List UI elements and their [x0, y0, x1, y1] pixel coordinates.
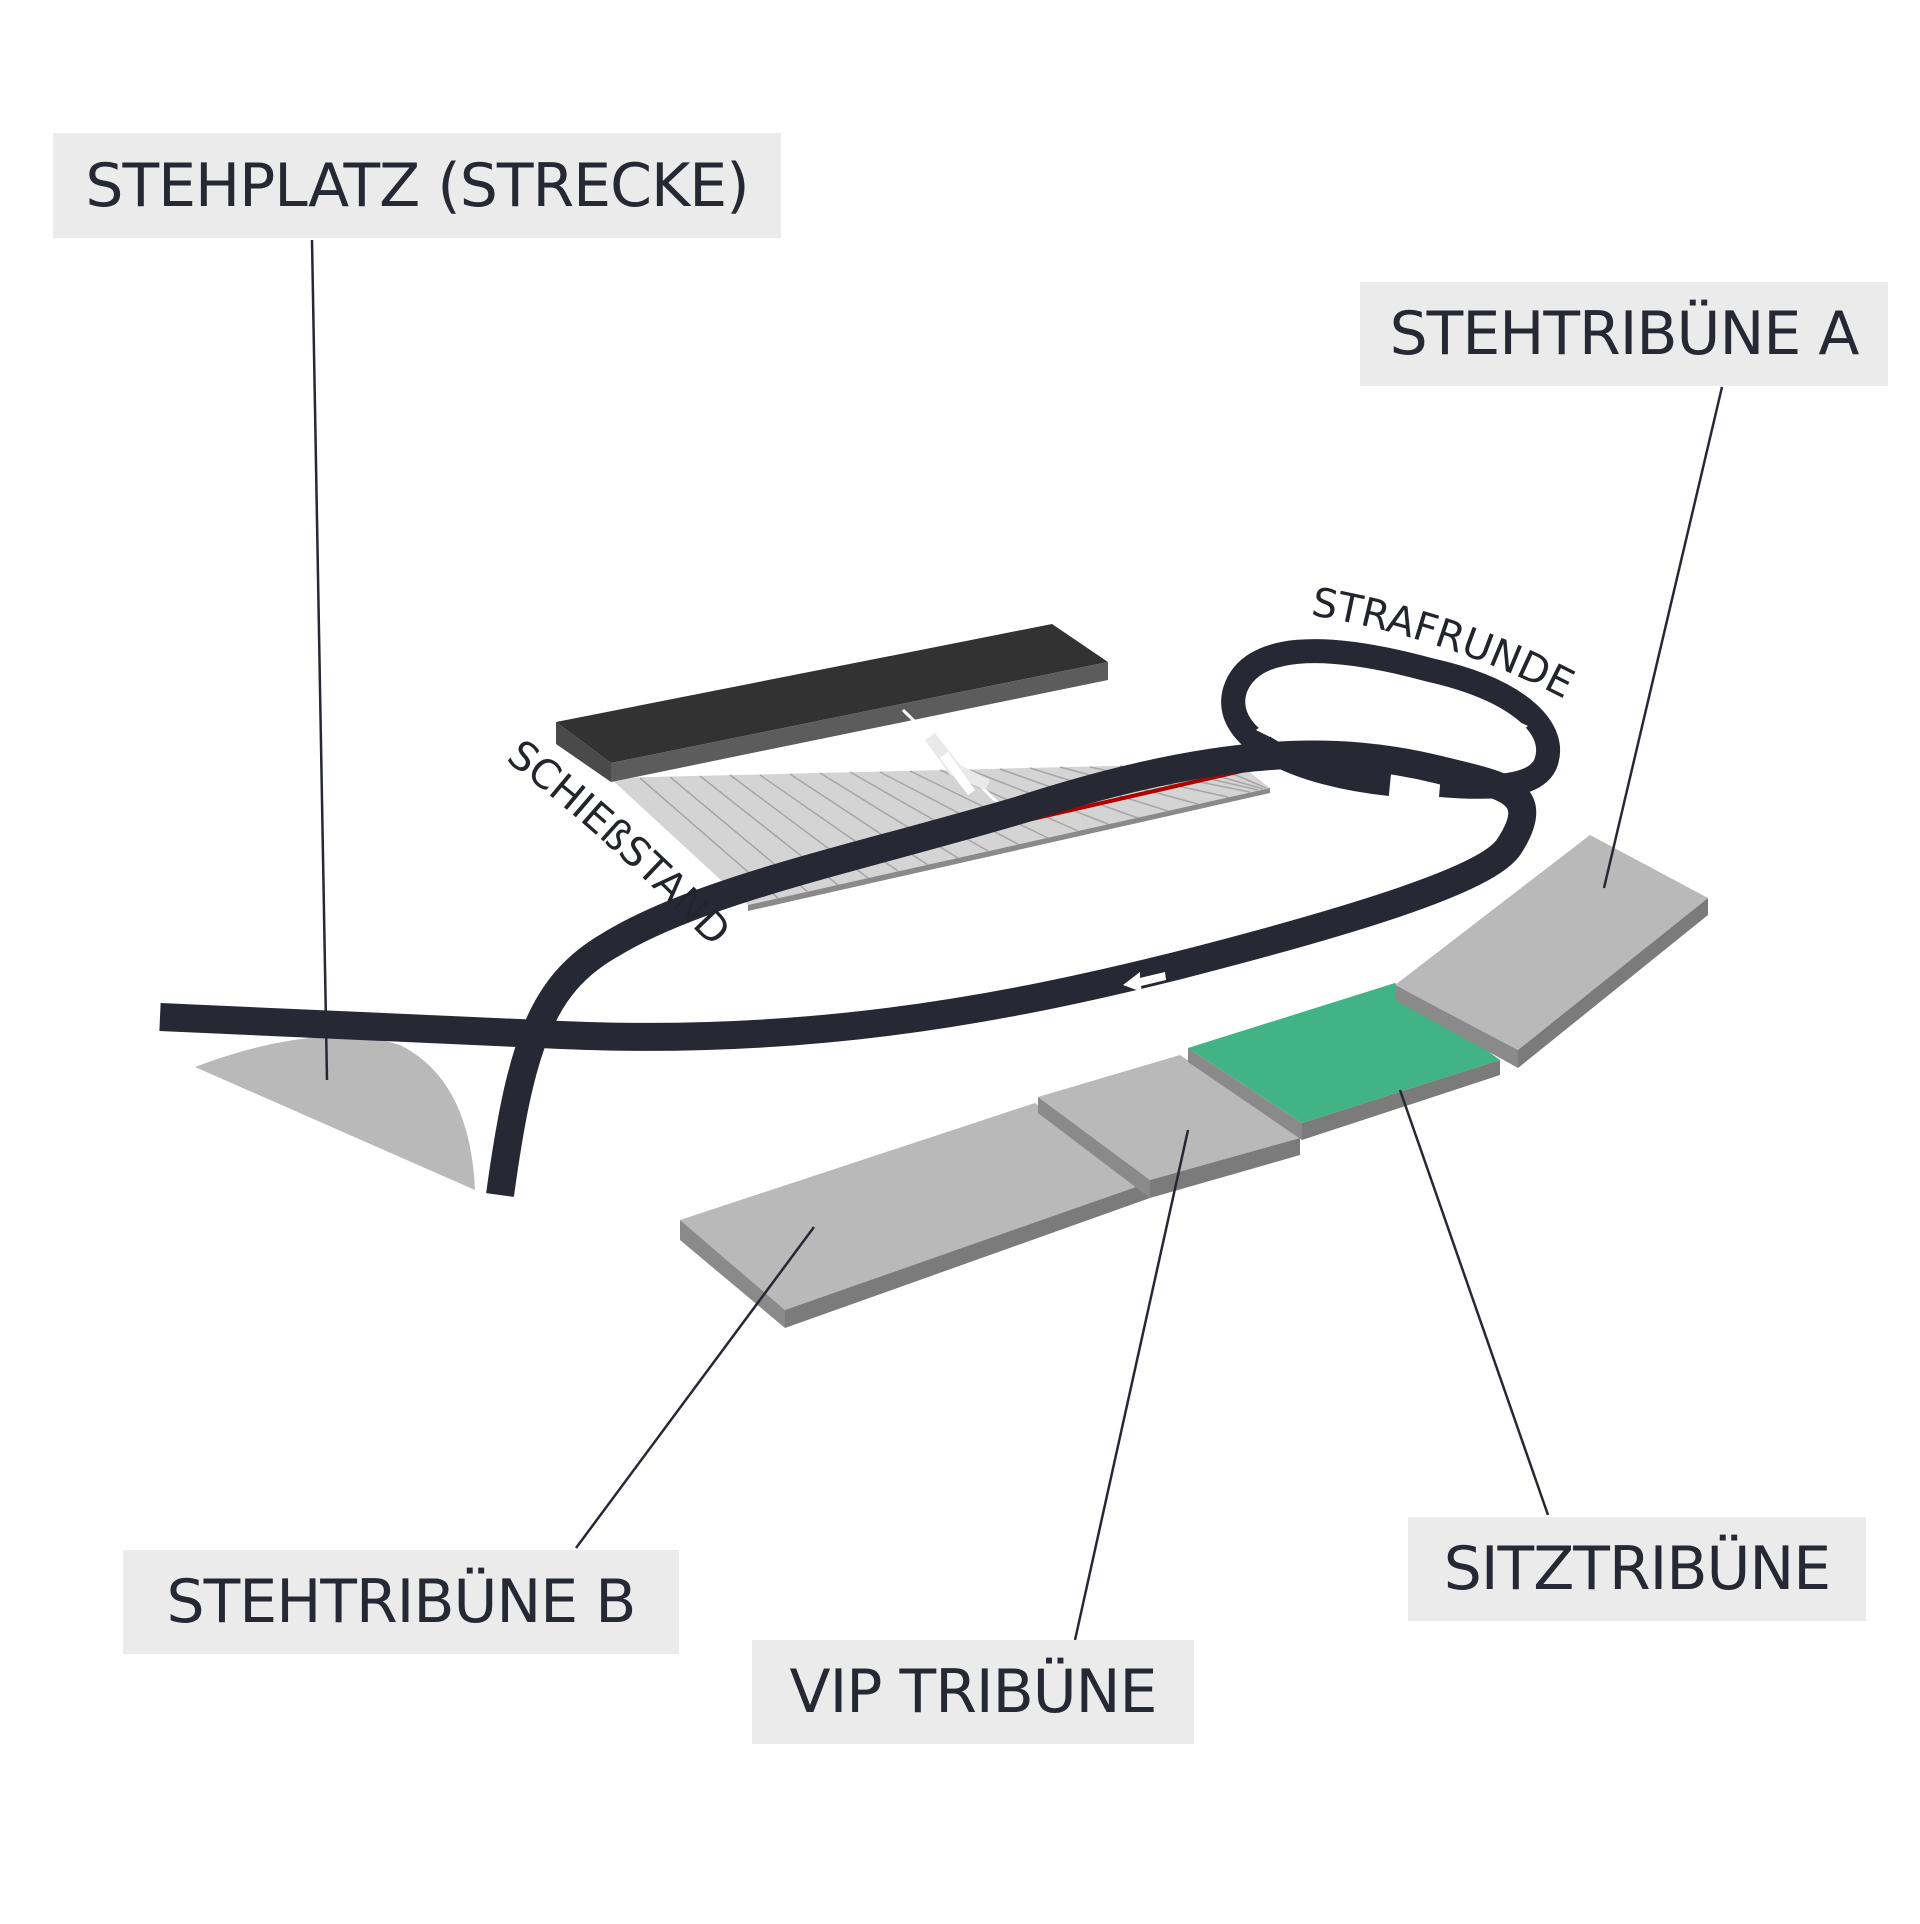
stehtribuene-a-label[interactable]: STEHTRIBÜNE A	[1360, 282, 1888, 386]
sitztribuene-stand[interactable]	[1188, 983, 1500, 1140]
vip-tribuene-stand[interactable]	[1038, 1055, 1300, 1198]
stehplatz-area[interactable]	[195, 1036, 475, 1190]
track-strafrunde-loop	[1221, 639, 1561, 799]
stehtribuene-b-label[interactable]: STEHTRIBÜNE B	[123, 1550, 679, 1654]
stehtribuene-a-stand[interactable]	[1395, 835, 1708, 1068]
leader-lines	[310, 239, 1724, 1641]
stehplatz-label[interactable]: STEHPLATZ (STRECKE)	[53, 133, 781, 238]
vip-tribuene-label[interactable]: VIP TRIBÜNE	[752, 1640, 1194, 1744]
stehtribuene-b-label-text: STEHTRIBÜNE B	[166, 1567, 637, 1637]
target-wall-front	[556, 722, 611, 782]
biathlete-icon	[901, 708, 1002, 807]
vip-tribuene-label-text: VIP TRIBÜNE	[789, 1657, 1158, 1727]
sitztribuene-label[interactable]: SITZTRIBÜNE	[1408, 1517, 1866, 1621]
shooting-range-edge	[748, 788, 1270, 911]
stehtribuene-a-label-text: STEHTRIBÜNE A	[1389, 299, 1860, 369]
arrow-icon	[968, 712, 1534, 992]
target-wall-top	[556, 624, 1108, 763]
sitztribuene-label-text: SITZTRIBÜNE	[1443, 1534, 1831, 1604]
ski-track[interactable]	[159, 639, 1561, 1197]
stehplatz-label-text: STEHPLATZ (STRECKE)	[85, 150, 749, 221]
target-wall-side	[611, 662, 1108, 782]
track-main-straight	[159, 740, 1537, 1197]
